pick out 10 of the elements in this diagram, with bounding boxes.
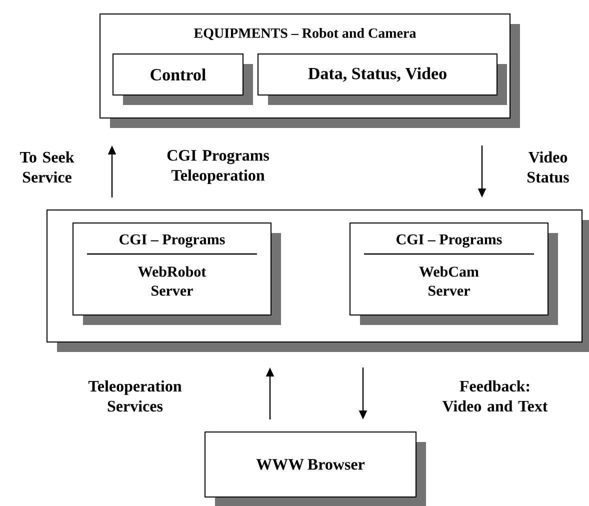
- control-box: Control: [112, 54, 253, 105]
- flow-label: Teleoperation Services: [88, 380, 182, 412]
- browser-box: WWW Browser: [204, 432, 426, 506]
- server-box: CGI – Programs WebRobot Server: [72, 222, 281, 325]
- server-box: CGI – Programs WebCam Server: [350, 222, 558, 325]
- flow-label: Video Status: [528, 151, 569, 183]
- flow-label: CGI Programs Teleoperation: [167, 150, 270, 184]
- flow-label: To Seek Service: [20, 151, 74, 183]
- flow-label: Feedback: Video and Text: [442, 380, 548, 412]
- data-box: Data, Status, Video: [258, 54, 507, 105]
